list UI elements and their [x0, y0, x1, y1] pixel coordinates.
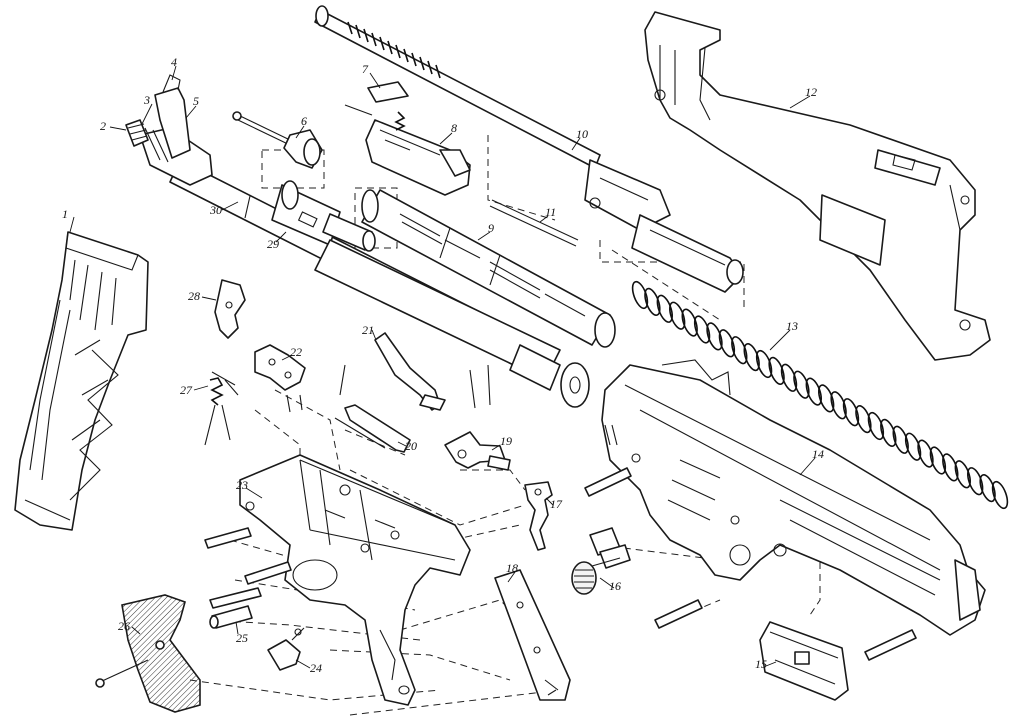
- callout-labels: 1 2 3 4 5 6 7 8 9 10 11 12 13 14 15 16 1…: [62, 55, 824, 675]
- sear-spring-part: [339, 332, 491, 411]
- grip-panel-part: [95, 594, 201, 713]
- recoil-spring-part: [631, 280, 1009, 510]
- label-23: 23: [236, 478, 248, 492]
- barrel-rear-part: [314, 239, 590, 408]
- label-16: 16: [609, 579, 621, 593]
- end-cap-part: [759, 621, 849, 701]
- label-8: 8: [451, 121, 457, 135]
- barrel-jacket-part: [361, 189, 616, 348]
- label-11: 11: [545, 205, 556, 219]
- barrel-collar-part: [271, 180, 376, 252]
- stock-part: [644, 11, 991, 361]
- pin-part: [209, 605, 253, 629]
- receiver-pins: [584, 467, 917, 661]
- label-6: 6: [301, 114, 307, 128]
- small-pins: [204, 527, 292, 609]
- label-14: 14: [812, 447, 824, 461]
- label-21: 21: [362, 323, 374, 337]
- label-17: 17: [550, 497, 563, 511]
- label-2: 2: [100, 119, 106, 133]
- label-1: 1: [62, 207, 68, 221]
- label-12: 12: [805, 85, 817, 99]
- bolt-part: [365, 111, 471, 196]
- label-20: 20: [405, 439, 417, 453]
- disconnector-part: [444, 431, 511, 471]
- label-13: 13: [786, 319, 798, 333]
- recoil-rod-part: [489, 199, 579, 247]
- trigger-housing-part: [239, 454, 471, 706]
- label-5: 5: [193, 94, 199, 108]
- label-27: 27: [180, 383, 193, 397]
- label-10: 10: [576, 127, 588, 141]
- label-24: 24: [310, 661, 322, 675]
- label-29: 29: [267, 237, 279, 251]
- label-25: 25: [236, 631, 248, 645]
- label-15: 15: [755, 657, 767, 671]
- label-7: 7: [362, 62, 369, 76]
- label-3: 3: [143, 93, 150, 107]
- side-plate-part: [494, 569, 571, 701]
- safety-button-part: [571, 527, 631, 595]
- label-26: 26: [118, 619, 130, 633]
- hammer-lever-part: [254, 344, 306, 413]
- extractor-part: [344, 81, 409, 116]
- magazine-part: [14, 231, 149, 531]
- leader-lines: [69, 65, 816, 669]
- label-18: 18: [506, 561, 518, 575]
- trigger-spring-part: [204, 371, 239, 446]
- label-9: 9: [488, 221, 494, 235]
- label-30: 30: [209, 203, 222, 217]
- trigger-bar-part: [334, 404, 411, 453]
- label-19: 19: [500, 434, 512, 448]
- bolt-carrier-part: [314, 5, 744, 293]
- label-28: 28: [188, 289, 200, 303]
- firing-pin-part: [232, 111, 323, 169]
- magazine-catch-part: [214, 279, 246, 339]
- receiver-part: [601, 359, 986, 636]
- label-4: 4: [171, 55, 177, 69]
- front-sight-assembly: [125, 74, 213, 186]
- trigger-part: [524, 481, 553, 551]
- label-22: 22: [290, 345, 302, 359]
- catch-part: [267, 627, 305, 671]
- spring-coil: [991, 480, 1009, 510]
